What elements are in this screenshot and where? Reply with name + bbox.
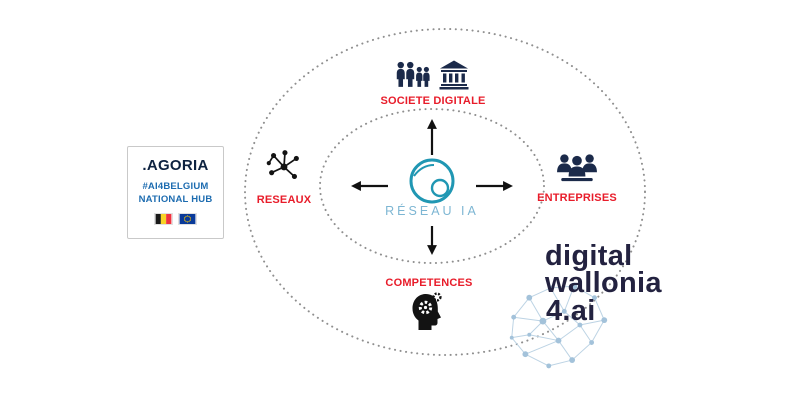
inner-ring <box>319 108 545 264</box>
agoria-flags <box>154 213 197 225</box>
agoria-wordmark: .AGORIA <box>142 157 209 174</box>
belgium-flag-icon <box>154 213 173 225</box>
node-label-reseaux: RESEAUX <box>256 194 312 206</box>
node-cluster-graphic <box>509 282 608 369</box>
agoria-subtitle-1: #AI4BELGIUM <box>142 181 209 192</box>
head-gears-icon <box>412 292 442 330</box>
agoria-subtitle-2: NATIONAL HUB <box>138 194 213 205</box>
bank-icon <box>439 60 469 90</box>
node-label-competences: COMPETENCES <box>385 277 473 289</box>
node-label-entreprises: ENTREPRISES <box>537 192 617 204</box>
center-label-reseau-ia: RÉSEAU IA <box>385 204 479 218</box>
digital-wallonia-line1: digital <box>545 240 633 272</box>
agoria-logo-card: .AGORIA #AI4BELGIUM NATIONAL HUB <box>127 146 224 239</box>
network-icon <box>266 150 299 180</box>
node-label-societe-digitale: SOCIETE DIGITALE <box>380 95 486 107</box>
digital-wallonia-line3: 4.ai <box>546 295 596 327</box>
family-icon <box>396 61 430 87</box>
outer-ring <box>244 28 646 356</box>
eu-flag-icon <box>178 213 197 225</box>
center-arrows <box>351 119 513 255</box>
globe-network-icon <box>409 158 455 204</box>
business-people-icon <box>557 154 597 182</box>
digital-wallonia-line2: wallonia <box>545 267 662 299</box>
